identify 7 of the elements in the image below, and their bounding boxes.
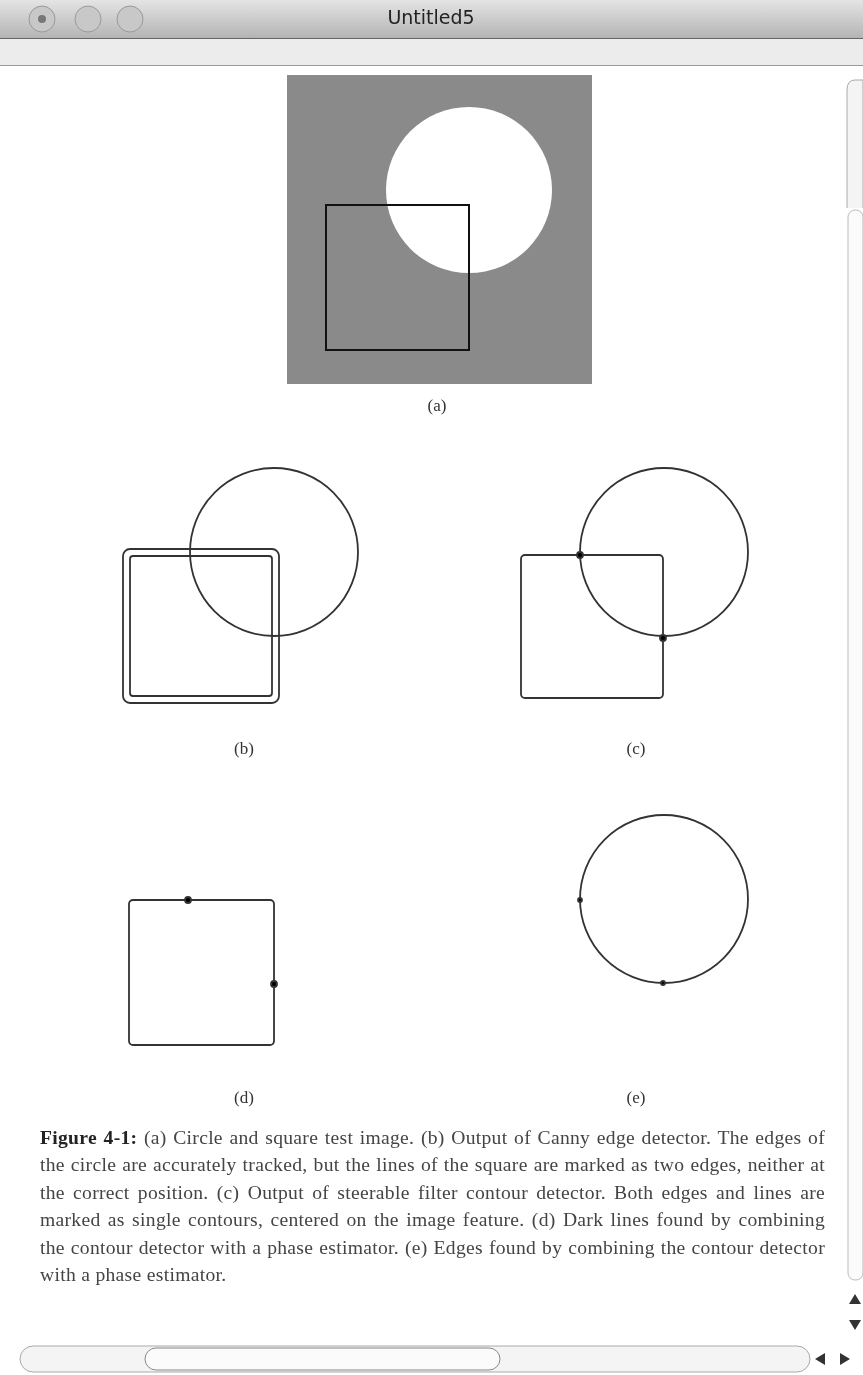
figure-caption: Figure 4-1: (a) Circle and square test image. (b) Output of Canny edge detector. The edges of the circle are accurately tracked, but the lines of the square are marked as two edges, neither at the correct position. (c) Output of steerable filter contour detector. Both edges and lines are marked as single contours, centered on the image feature. (d) Dark lines found by combining the contour detector with a phase estimator. (e) Edges found by combining the contour detector with a phase estimator. xyxy=(40,1126,825,1288)
panel-label: (e) xyxy=(626,1088,646,1108)
window-title: Untitled5 xyxy=(387,6,475,28)
panel-label: (a) xyxy=(427,396,447,416)
panel-label: (d) xyxy=(234,1088,254,1108)
panel-label: (c) xyxy=(626,739,646,759)
panel-label: (b) xyxy=(234,739,254,759)
